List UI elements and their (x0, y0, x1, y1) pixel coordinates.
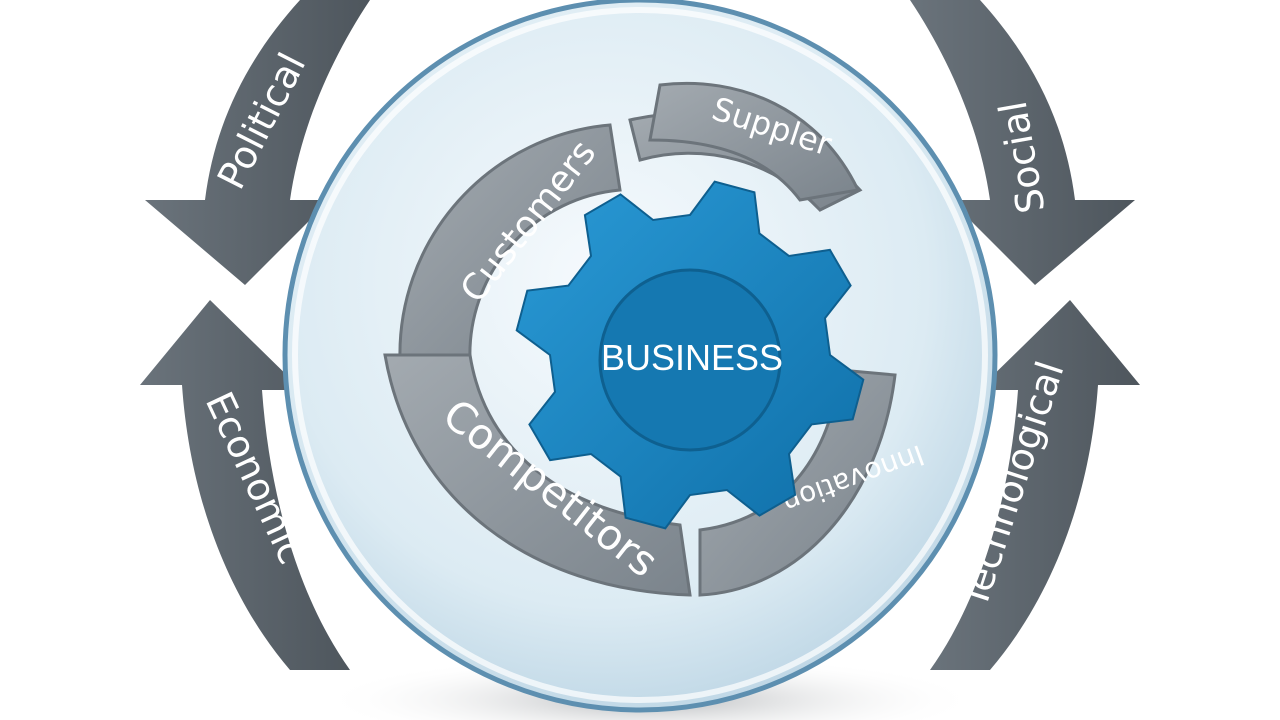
globe-rim (292, 7, 988, 703)
business-label: BUSINESS (601, 337, 783, 378)
business-gear: BUSINESS (515, 180, 865, 530)
